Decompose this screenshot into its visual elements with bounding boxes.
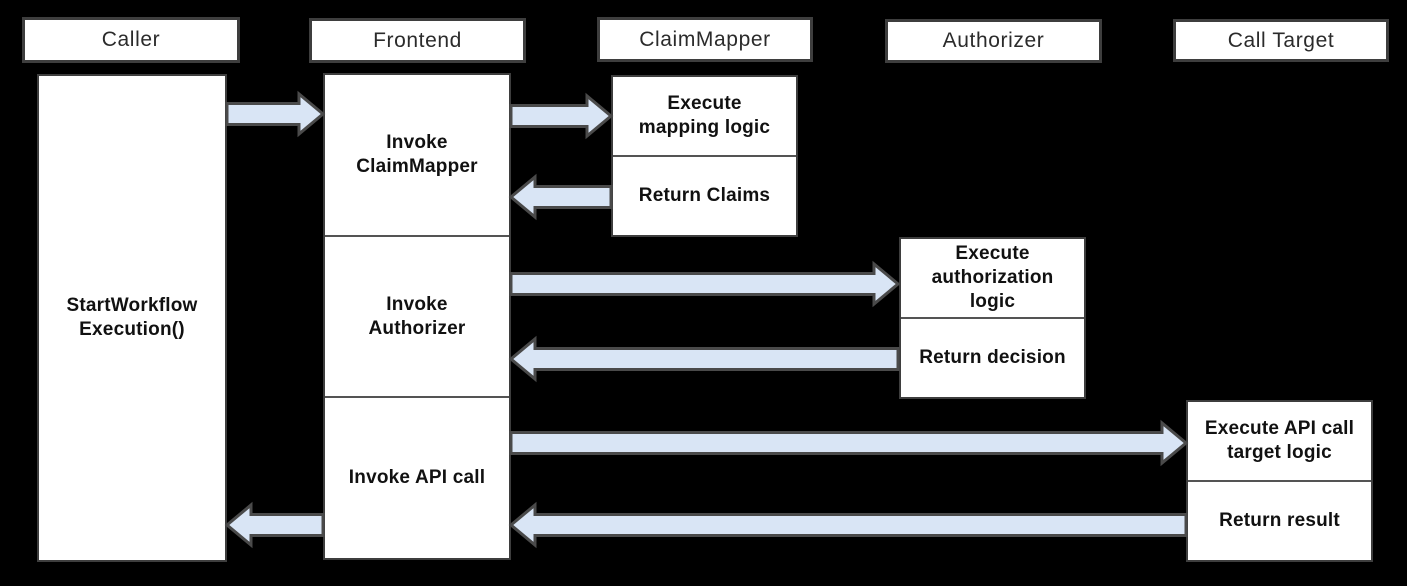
lifeline-header-authorizer: Authorizer [885,19,1102,63]
lifeline-header-authorizer-label: Authorizer [942,29,1045,52]
activity-label: Invoke API call [348,467,486,489]
activity-invoke-api-call: Invoke API call [325,396,509,558]
arrow-frontend-to-claimmapper [509,92,614,140]
activity-execute-mapping-logic: Execute mapping logic [613,77,796,155]
arrow-authorizer-to-frontend [508,335,900,383]
activity-return-claims: Return Claims [613,155,796,235]
arrow-frontend-to-caller [224,501,325,549]
activity-invoke-claimmapper: Invoke ClaimMapper [325,75,509,235]
arrow-frontend-to-authorizer [509,260,901,308]
activation-frontend: Invoke ClaimMapper Invoke Authorizer Inv… [323,73,511,560]
activity-label: Execute mapping logic [638,93,771,138]
activity-label: Invoke Authorizer [368,293,466,339]
lifeline-header-caller: Caller [22,17,240,63]
activity-return-result: Return result [1188,480,1371,560]
activity-label: Return decision [919,347,1066,369]
lifeline-header-claimmapper-label: ClaimMapper [639,27,771,51]
lifeline-header-claimmapper: ClaimMapper [597,17,813,62]
activation-claimmapper: Execute mapping logic Return Claims [611,75,798,237]
activity-label: Execute authorization logic [931,243,1054,312]
activation-calltarget: Execute API call target logic Return res… [1186,400,1373,562]
activity-label: Return Claims [638,185,771,207]
lifeline-header-frontend-label: Frontend [373,28,462,52]
activity-label: StartWorkflow Execution() [66,295,198,340]
lifeline-header-frontend: Frontend [309,18,526,63]
lifeline-header-caller-label: Caller [101,28,161,51]
activity-startworkflowexecution: StartWorkflow Execution() [39,76,225,560]
lifeline-header-calltarget-label: Call Target [1227,28,1335,52]
activity-execute-api-call-target-logic: Execute API call target logic [1188,402,1371,480]
activation-authorizer: Execute authorization logic Return decis… [899,237,1086,399]
lifeline-header-calltarget: Call Target [1173,19,1389,62]
arrow-calltarget-to-frontend [508,501,1188,549]
activity-return-decision: Return decision [901,317,1084,397]
activity-label: Invoke ClaimMapper [356,132,478,177]
arrow-caller-to-frontend [225,90,326,138]
arrow-frontend-to-calltarget [509,419,1189,467]
activation-caller: StartWorkflow Execution() [37,74,227,562]
activity-label: Return result [1219,510,1340,532]
arrow-claimmapper-to-frontend [508,173,613,221]
activity-label: Execute API call target logic [1204,418,1355,463]
activity-invoke-authorizer: Invoke Authorizer [325,234,509,397]
activity-execute-authorization-logic: Execute authorization logic [901,239,1084,317]
